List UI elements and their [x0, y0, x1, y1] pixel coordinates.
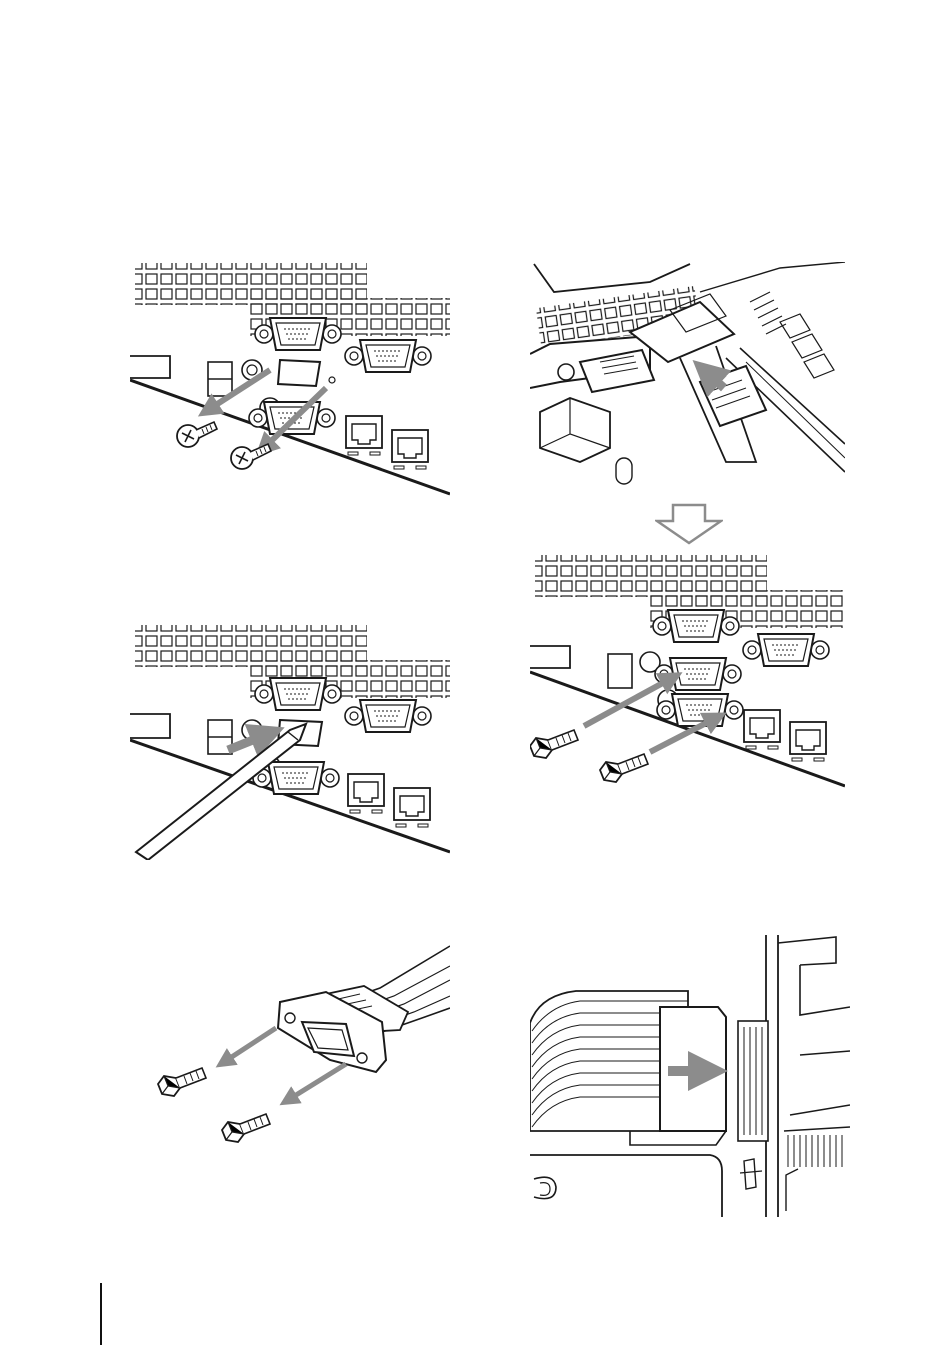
screwdriver-knockout-illustration — [130, 620, 450, 860]
margin-rule — [100, 1283, 102, 1345]
figure-ribbon-insert — [530, 935, 850, 1217]
down-arrow-icon — [655, 503, 723, 545]
figure-cable-board — [530, 262, 845, 494]
screw-removal-illustration — [130, 258, 450, 498]
hex-screw-install-illustration — [530, 550, 845, 790]
ribbon-cable-insert-illustration — [530, 935, 850, 1217]
figure-install-screws — [530, 550, 845, 790]
connector-hex-screw-illustration — [150, 940, 450, 1155]
figure-pry-cover — [130, 620, 450, 860]
figure-remove-screws — [130, 258, 450, 498]
internal-cable-connection-illustration — [530, 262, 845, 494]
figure-connector-screws — [150, 940, 450, 1155]
